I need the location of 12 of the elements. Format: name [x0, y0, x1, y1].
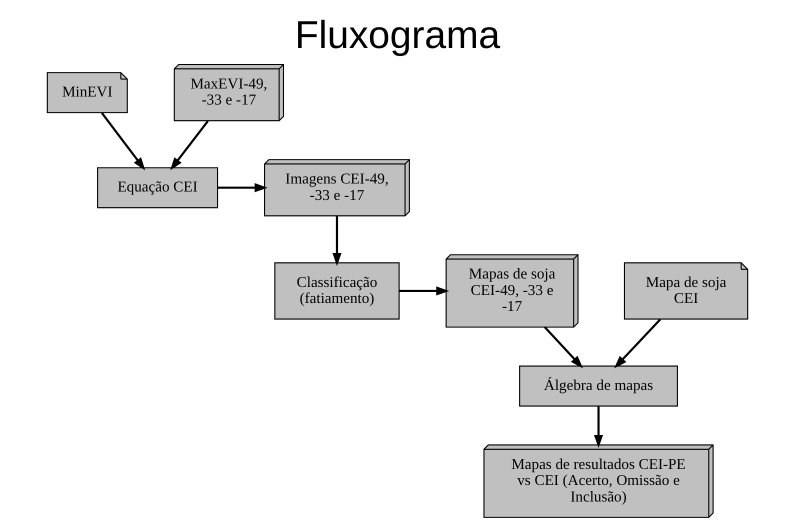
node-box: Equação CEI [97, 167, 218, 208]
arrow [170, 120, 209, 170]
arrow [614, 318, 662, 368]
diagram-title: Fluxograma [294, 14, 500, 58]
node-box: Álgebra de mapas [519, 366, 678, 407]
arrow [332, 216, 342, 266]
arrow [101, 112, 146, 170]
arrow [218, 183, 268, 192]
arrow [594, 406, 604, 448]
node-box: Classificação (fatiamento) [274, 262, 400, 320]
arrow [544, 326, 584, 368]
arrow [399, 286, 450, 296]
